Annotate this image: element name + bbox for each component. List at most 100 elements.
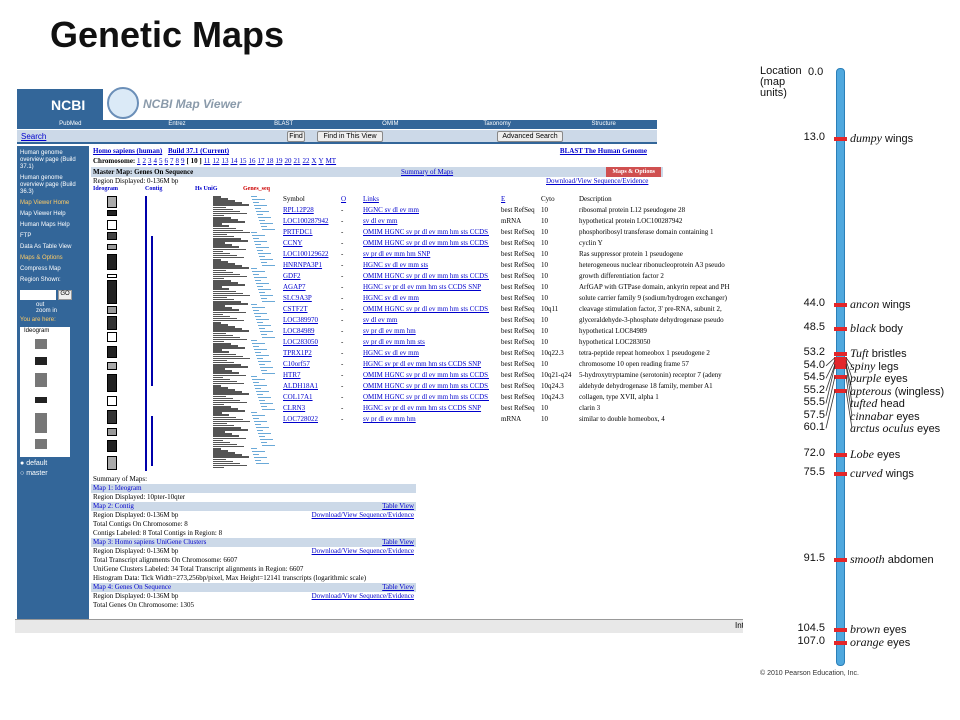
- master-radio[interactable]: ○ master: [20, 470, 48, 477]
- maps-options-button[interactable]: Maps & Options: [606, 167, 661, 177]
- find-in-view-button[interactable]: Find in This View: [317, 131, 383, 142]
- topnav-item[interactable]: PubMed: [59, 121, 82, 127]
- chromosome-link[interactable]: 2: [142, 157, 147, 165]
- gene-links-cell[interactable]: sv pr dl ev mm hm sts: [363, 338, 425, 346]
- topnav-item[interactable]: Structure: [591, 121, 616, 127]
- gene-links-cell[interactable]: HGNC sv dl ev mm: [363, 349, 419, 357]
- chromosome-link[interactable]: 6: [164, 157, 169, 165]
- gene-links-cell[interactable]: OMIM HGNC sv pr dl ev mm hm sts CCDS SNP: [363, 382, 489, 390]
- sidebar-link[interactable]: Human Maps Help: [20, 222, 70, 228]
- chromosome-link[interactable]: 11: [203, 157, 211, 165]
- gene-links-cell[interactable]: sv dl ev mm: [363, 217, 398, 225]
- sidebar-link[interactable]: Map Viewer Home: [20, 200, 70, 206]
- chromosome-link[interactable]: 15: [239, 157, 247, 165]
- gene-links-cell[interactable]: OMIM HGNC sv pr dl ev mm hm sts CCDS SNP: [363, 228, 489, 236]
- gene-links-cell[interactable]: HGNC sv dl ev mm: [363, 294, 419, 302]
- sidebar-link[interactable]: Data As Table View: [20, 244, 72, 250]
- contig-map[interactable]: [141, 196, 181, 471]
- genes-map[interactable]: [249, 196, 279, 471]
- gene-symbol-cell[interactable]: LOC728022: [283, 415, 318, 423]
- chromosome-link[interactable]: [ 10 ]: [186, 157, 202, 165]
- build-link[interactable]: Build 37.1 (Current): [167, 147, 230, 155]
- chromosome-link[interactable]: 9: [181, 157, 185, 165]
- gene-links-cell[interactable]: HGNC sv pr dl ev mm hm sts CCDS SNP: [363, 360, 482, 368]
- gene-links-cell[interactable]: HGNC sv dl ev mm: [363, 206, 419, 214]
- unigene-map[interactable]: [191, 196, 250, 471]
- mini-ideogram[interactable]: Ideogram: [20, 327, 70, 457]
- chromosome-link[interactable]: 20: [284, 157, 292, 165]
- gene-links-cell[interactable]: OMIM HGNC sv pr dl ev mm hm sts CCDS SNP: [363, 272, 489, 280]
- chromosome-link[interactable]: 19: [275, 157, 283, 165]
- chromosome-link[interactable]: 14: [230, 157, 238, 165]
- chromosome-link[interactable]: 1: [137, 157, 141, 165]
- gene-symbol-cell[interactable]: LOC84989: [283, 327, 315, 335]
- chromosome-link[interactable]: 17: [257, 157, 265, 165]
- sidebar-link[interactable]: Compress Map: [20, 266, 61, 272]
- chromosome-link[interactable]: 18: [266, 157, 274, 165]
- gene-symbol-cell[interactable]: CSTF2T: [283, 305, 308, 313]
- gene-symbol-cell[interactable]: LOC389970: [283, 316, 318, 324]
- gene-links-cell[interactable]: OMIM HGNC sv pr dl ev mm hm sts CCDS SNP: [363, 305, 489, 313]
- gene-links-cell[interactable]: OMIM HGNC sv pr dl ev mm hm sts CCDS SNP: [363, 393, 489, 401]
- region-shown-field[interactable]: [20, 290, 56, 300]
- go-button[interactable]: GO: [58, 290, 72, 300]
- table-header-cell[interactable]: Links: [363, 195, 379, 203]
- gene-symbol-cell[interactable]: ALDH18A1: [283, 382, 318, 390]
- gene-symbol-cell[interactable]: HTR7: [283, 371, 301, 379]
- chromosome-link[interactable]: 13: [221, 157, 229, 165]
- unigene-col-head[interactable]: Hs UniG: [195, 186, 218, 192]
- summary-link[interactable]: Table View: [382, 583, 414, 591]
- find-button[interactable]: Find: [287, 131, 305, 142]
- gene-links-cell[interactable]: sv pr dl ev mm hm: [363, 327, 416, 335]
- gene-symbol-cell[interactable]: C10orf57: [283, 360, 310, 368]
- advanced-search-button[interactable]: Advanced Search: [497, 131, 563, 142]
- summary-link[interactable]: Download/View Sequence/Evidence: [311, 511, 414, 519]
- chromosome-link[interactable]: 22: [302, 157, 310, 165]
- sidebar-link[interactable]: Map Viewer Help: [20, 211, 66, 217]
- gene-symbol-cell[interactable]: HNRNPA3P1: [283, 261, 323, 269]
- chromosome-link[interactable]: MT: [325, 157, 337, 165]
- gene-links-cell[interactable]: OMIM HGNC sv pr dl ev mm hm sts CCDS SNP: [363, 371, 489, 379]
- zoom-out-link[interactable]: out: [36, 302, 45, 308]
- gene-symbol-cell[interactable]: AGAP7: [283, 283, 306, 291]
- gene-links-cell[interactable]: HGNC sv pr dl ev mm hm sts CCDS SNP: [363, 404, 482, 412]
- ideogram-col-head[interactable]: Ideogram: [93, 186, 118, 192]
- topnav-item[interactable]: Taxonomy: [483, 121, 511, 127]
- chromosome-link[interactable]: 8: [175, 157, 180, 165]
- chromosome-link[interactable]: 21: [293, 157, 301, 165]
- gene-symbol-cell[interactable]: PRTFDC1: [283, 228, 313, 236]
- chromosome-link[interactable]: 12: [212, 157, 220, 165]
- sidebar-link[interactable]: Human genome overview page (Build 37.1): [20, 150, 76, 170]
- gene-links-cell[interactable]: sv pr dl ev mm hm: [363, 415, 416, 423]
- summary-link[interactable]: Download/View Sequence/Evidence: [311, 592, 414, 600]
- table-header-cell[interactable]: E: [501, 195, 506, 203]
- sidebar-link[interactable]: FTP: [20, 233, 32, 239]
- summary-of-maps-link[interactable]: Summary of Maps: [401, 168, 454, 176]
- blast-link[interactable]: BLAST The Human Genome: [559, 147, 647, 155]
- sidebar-link[interactable]: Maps & Options: [20, 255, 63, 261]
- gene-symbol-cell[interactable]: LOC283050: [283, 338, 318, 346]
- chromosome-link[interactable]: X: [311, 157, 317, 165]
- gene-links-cell[interactable]: sv pr dl ev mm hm SNP: [363, 250, 431, 258]
- summary-link[interactable]: Table View: [382, 538, 414, 546]
- ncbi-logo[interactable]: NCBI: [17, 89, 103, 121]
- gene-links-cell[interactable]: HGNC sv pr dl ev mm hm sts CCDS SNP: [363, 283, 482, 291]
- gene-symbol-cell[interactable]: LOC100287942: [283, 217, 329, 225]
- organism-link[interactable]: Homo sapiens (human): [93, 147, 163, 155]
- chromosome-link[interactable]: 3: [148, 157, 152, 165]
- sidebar-link[interactable]: Region Shown:: [20, 277, 61, 283]
- gene-links-cell[interactable]: OMIM HGNC sv pr dl ev mm hm sts CCDS SNP: [363, 239, 489, 247]
- search-link[interactable]: Search: [21, 132, 47, 141]
- gene-symbol-cell[interactable]: CLRN3: [283, 404, 306, 412]
- zoom-in-link[interactable]: zoom in: [36, 308, 58, 314]
- gene-symbol-cell[interactable]: TPRX1P2: [283, 349, 312, 357]
- default-radio[interactable]: ● default: [20, 460, 48, 467]
- gene-symbol-cell[interactable]: RPL12P28: [283, 206, 314, 214]
- gene-symbol-cell[interactable]: LOC100129622: [283, 250, 329, 258]
- chromosome-link[interactable]: 4: [153, 157, 158, 165]
- chromosome-link[interactable]: Y: [318, 157, 324, 165]
- table-header-cell[interactable]: O: [341, 195, 347, 203]
- download-view-link[interactable]: Download/View Sequence/Evidence: [546, 177, 649, 185]
- genes-col-head[interactable]: Genes_seq: [243, 186, 270, 192]
- summary-link[interactable]: Table View: [382, 502, 414, 510]
